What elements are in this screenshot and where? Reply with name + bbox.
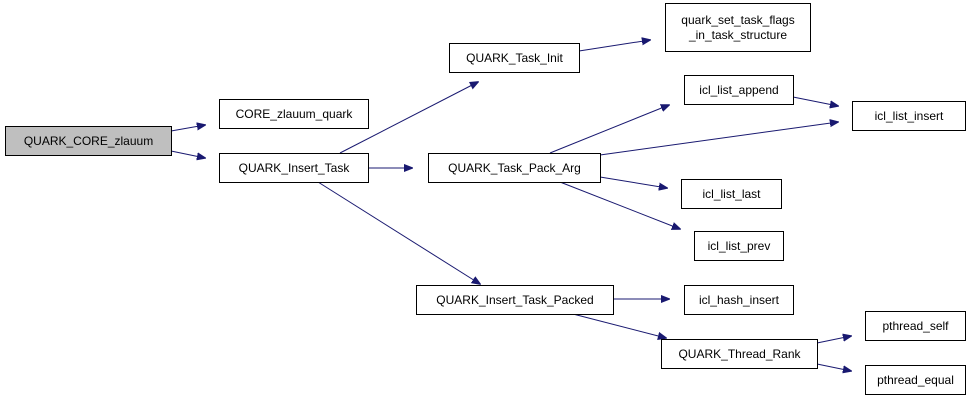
edge-quark-core-zlauum-to-quark-insert-task [170, 150, 205, 158]
node-icl-list-append[interactable]: icl_list_append [684, 75, 794, 105]
edge-quark-insert-task-to-quark-task-init [339, 82, 478, 154]
node-label: icl_list_insert [875, 109, 944, 123]
node-label: icl_list_last [702, 187, 761, 201]
node-label: pthread_self [882, 319, 949, 333]
node-label: quark_set_task_flags [681, 13, 794, 27]
node-label: QUARK_Insert_Task_Packed [436, 293, 593, 307]
node-label: QUARK_Task_Init [466, 51, 563, 65]
node-label: QUARK_Task_Pack_Arg [448, 161, 581, 175]
node-pthread-equal[interactable]: pthread_equal [865, 365, 966, 395]
node-label: _in_task_structure [688, 28, 787, 42]
node-label: icl_list_prev [708, 239, 771, 253]
node-core-zlauum-quark[interactable]: CORE_zlauum_quark [219, 99, 369, 129]
edge-quark-insert-task-packed-to-quark-thread-rank [572, 313, 666, 338]
node-quark-task-init[interactable]: QUARK_Task_Init [449, 43, 580, 73]
node-icl-list-insert[interactable]: icl_list_insert [852, 101, 966, 131]
node-label: QUARK_CORE_zlauum [24, 134, 153, 148]
node-label: pthread_equal [877, 373, 954, 387]
node-icl-list-prev[interactable]: icl_list_prev [694, 231, 784, 261]
node-label: QUARK_Thread_Rank [678, 347, 801, 361]
node-label: icl_hash_insert [699, 293, 780, 307]
edge-quark-task-pack-arg-to-icl-list-last [599, 176, 667, 188]
node-pthread-self[interactable]: pthread_self [865, 311, 966, 341]
edge-quark-thread-rank-to-pthread-equal [816, 363, 851, 371]
edge-icl-list-append-to-icl-list-insert [792, 96, 838, 106]
node-label: CORE_zlauum_quark [236, 107, 354, 121]
node-icl-hash-insert[interactable]: icl_hash_insert [684, 285, 794, 315]
node-quark-insert-task[interactable]: QUARK_Insert_Task [219, 153, 369, 183]
edge-quark-thread-rank-to-pthread-self [816, 336, 851, 344]
edge-quark-insert-task-to-quark-insert-task-packed [317, 181, 480, 284]
node-quark-set-task-flags[interactable]: quark_set_task_flags_in_task_structure [665, 3, 811, 52]
edge-quark-core-zlauum-to-core-zlauum-quark [170, 125, 205, 132]
node-quark-thread-rank[interactable]: QUARK_Thread_Rank [661, 339, 818, 369]
node-quark-core-zlauum[interactable]: QUARK_CORE_zlauum [5, 126, 172, 156]
node-label: icl_list_append [699, 83, 778, 97]
edge-quark-task-pack-arg-to-icl-list-append [549, 105, 669, 154]
node-icl-list-last[interactable]: icl_list_last [681, 179, 782, 209]
node-quark-insert-task-packed[interactable]: QUARK_Insert_Task_Packed [416, 285, 614, 315]
edge-quark-task-pack-arg-to-icl-list-prev [559, 181, 680, 229]
node-label: QUARK_Insert_Task [239, 161, 351, 175]
edge-quark-task-pack-arg-to-icl-list-insert [599, 122, 838, 156]
node-quark-task-pack-arg[interactable]: QUARK_Task_Pack_Arg [428, 153, 601, 183]
edge-quark-task-init-to-quark-set-task-flags [578, 40, 650, 52]
